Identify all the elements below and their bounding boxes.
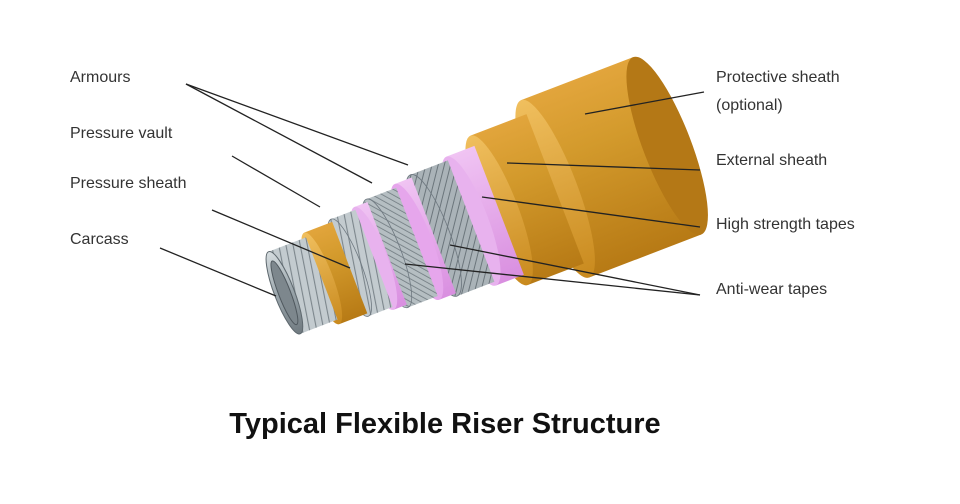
label-protective-sheath-optional: (optional) xyxy=(716,97,783,114)
riser-illustration xyxy=(265,56,708,335)
label-pressure-vault: Pressure vault xyxy=(70,125,173,142)
label-external-sheath: External sheath xyxy=(716,152,827,169)
leader-pressure-vault xyxy=(231,155,321,208)
carcass-layer xyxy=(265,237,338,335)
leader-armours-2 xyxy=(185,83,409,166)
label-armours: Armours xyxy=(70,69,130,86)
label-carcass: Carcass xyxy=(70,231,129,248)
leader-pressure-sheath xyxy=(211,209,351,269)
label-high-strength-tapes: High strength tapes xyxy=(716,216,855,233)
leader-external-sheath xyxy=(506,162,701,171)
label-protective-sheath: Protective sheath xyxy=(716,69,840,86)
diagram-caption: Typical Flexible Riser Structure xyxy=(229,408,661,440)
label-pressure-sheath: Pressure sheath xyxy=(70,175,187,192)
leader-carcass xyxy=(159,247,277,297)
leader-anti-wear-tapes-1 xyxy=(449,244,701,296)
label-anti-wear-tapes: Anti-wear tapes xyxy=(716,281,827,298)
leader-armours-1 xyxy=(185,83,373,184)
leader-high-strength-tapes xyxy=(481,196,701,228)
leader-protective-sheath xyxy=(584,91,705,115)
labels: Armours Pressure vault Pressure sheath C… xyxy=(70,69,855,298)
leader-anti-wear-tapes-2 xyxy=(404,263,701,296)
leader-lines xyxy=(159,83,705,297)
